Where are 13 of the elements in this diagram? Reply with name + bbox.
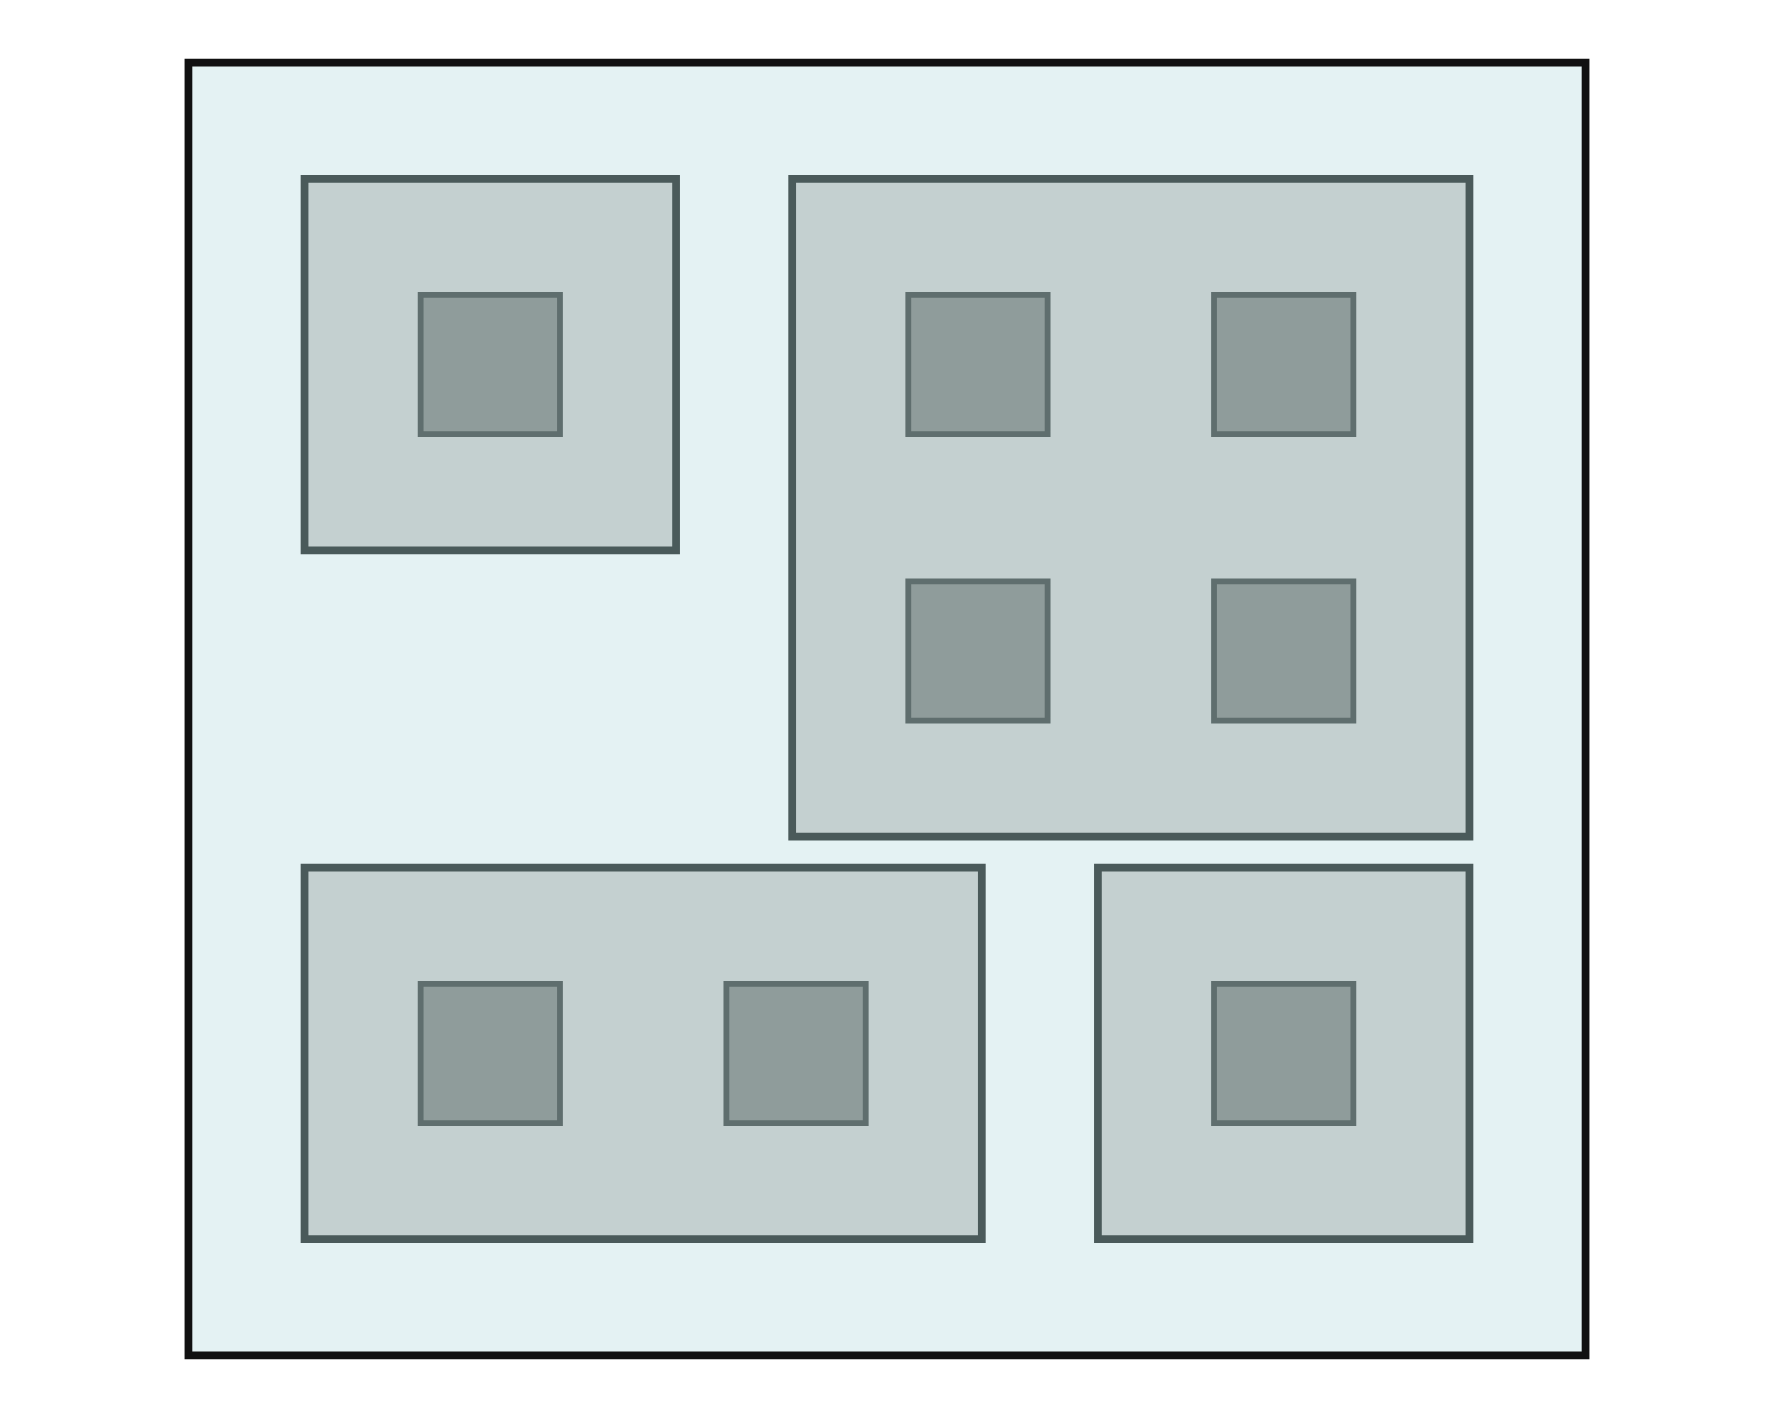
node-box: [1210, 578, 1356, 724]
cluster: [787, 174, 1473, 841]
node-box: [416, 292, 562, 438]
cluster: [183, 58, 1589, 1360]
node-box: [416, 980, 562, 1126]
cluster: [299, 174, 679, 555]
node-box: [1210, 292, 1356, 438]
node-box: [904, 292, 1050, 438]
node-box: [1210, 980, 1356, 1126]
node-box: [722, 980, 868, 1126]
node-box: [904, 578, 1050, 724]
cluster: [1093, 863, 1473, 1244]
cluster: [299, 863, 985, 1244]
